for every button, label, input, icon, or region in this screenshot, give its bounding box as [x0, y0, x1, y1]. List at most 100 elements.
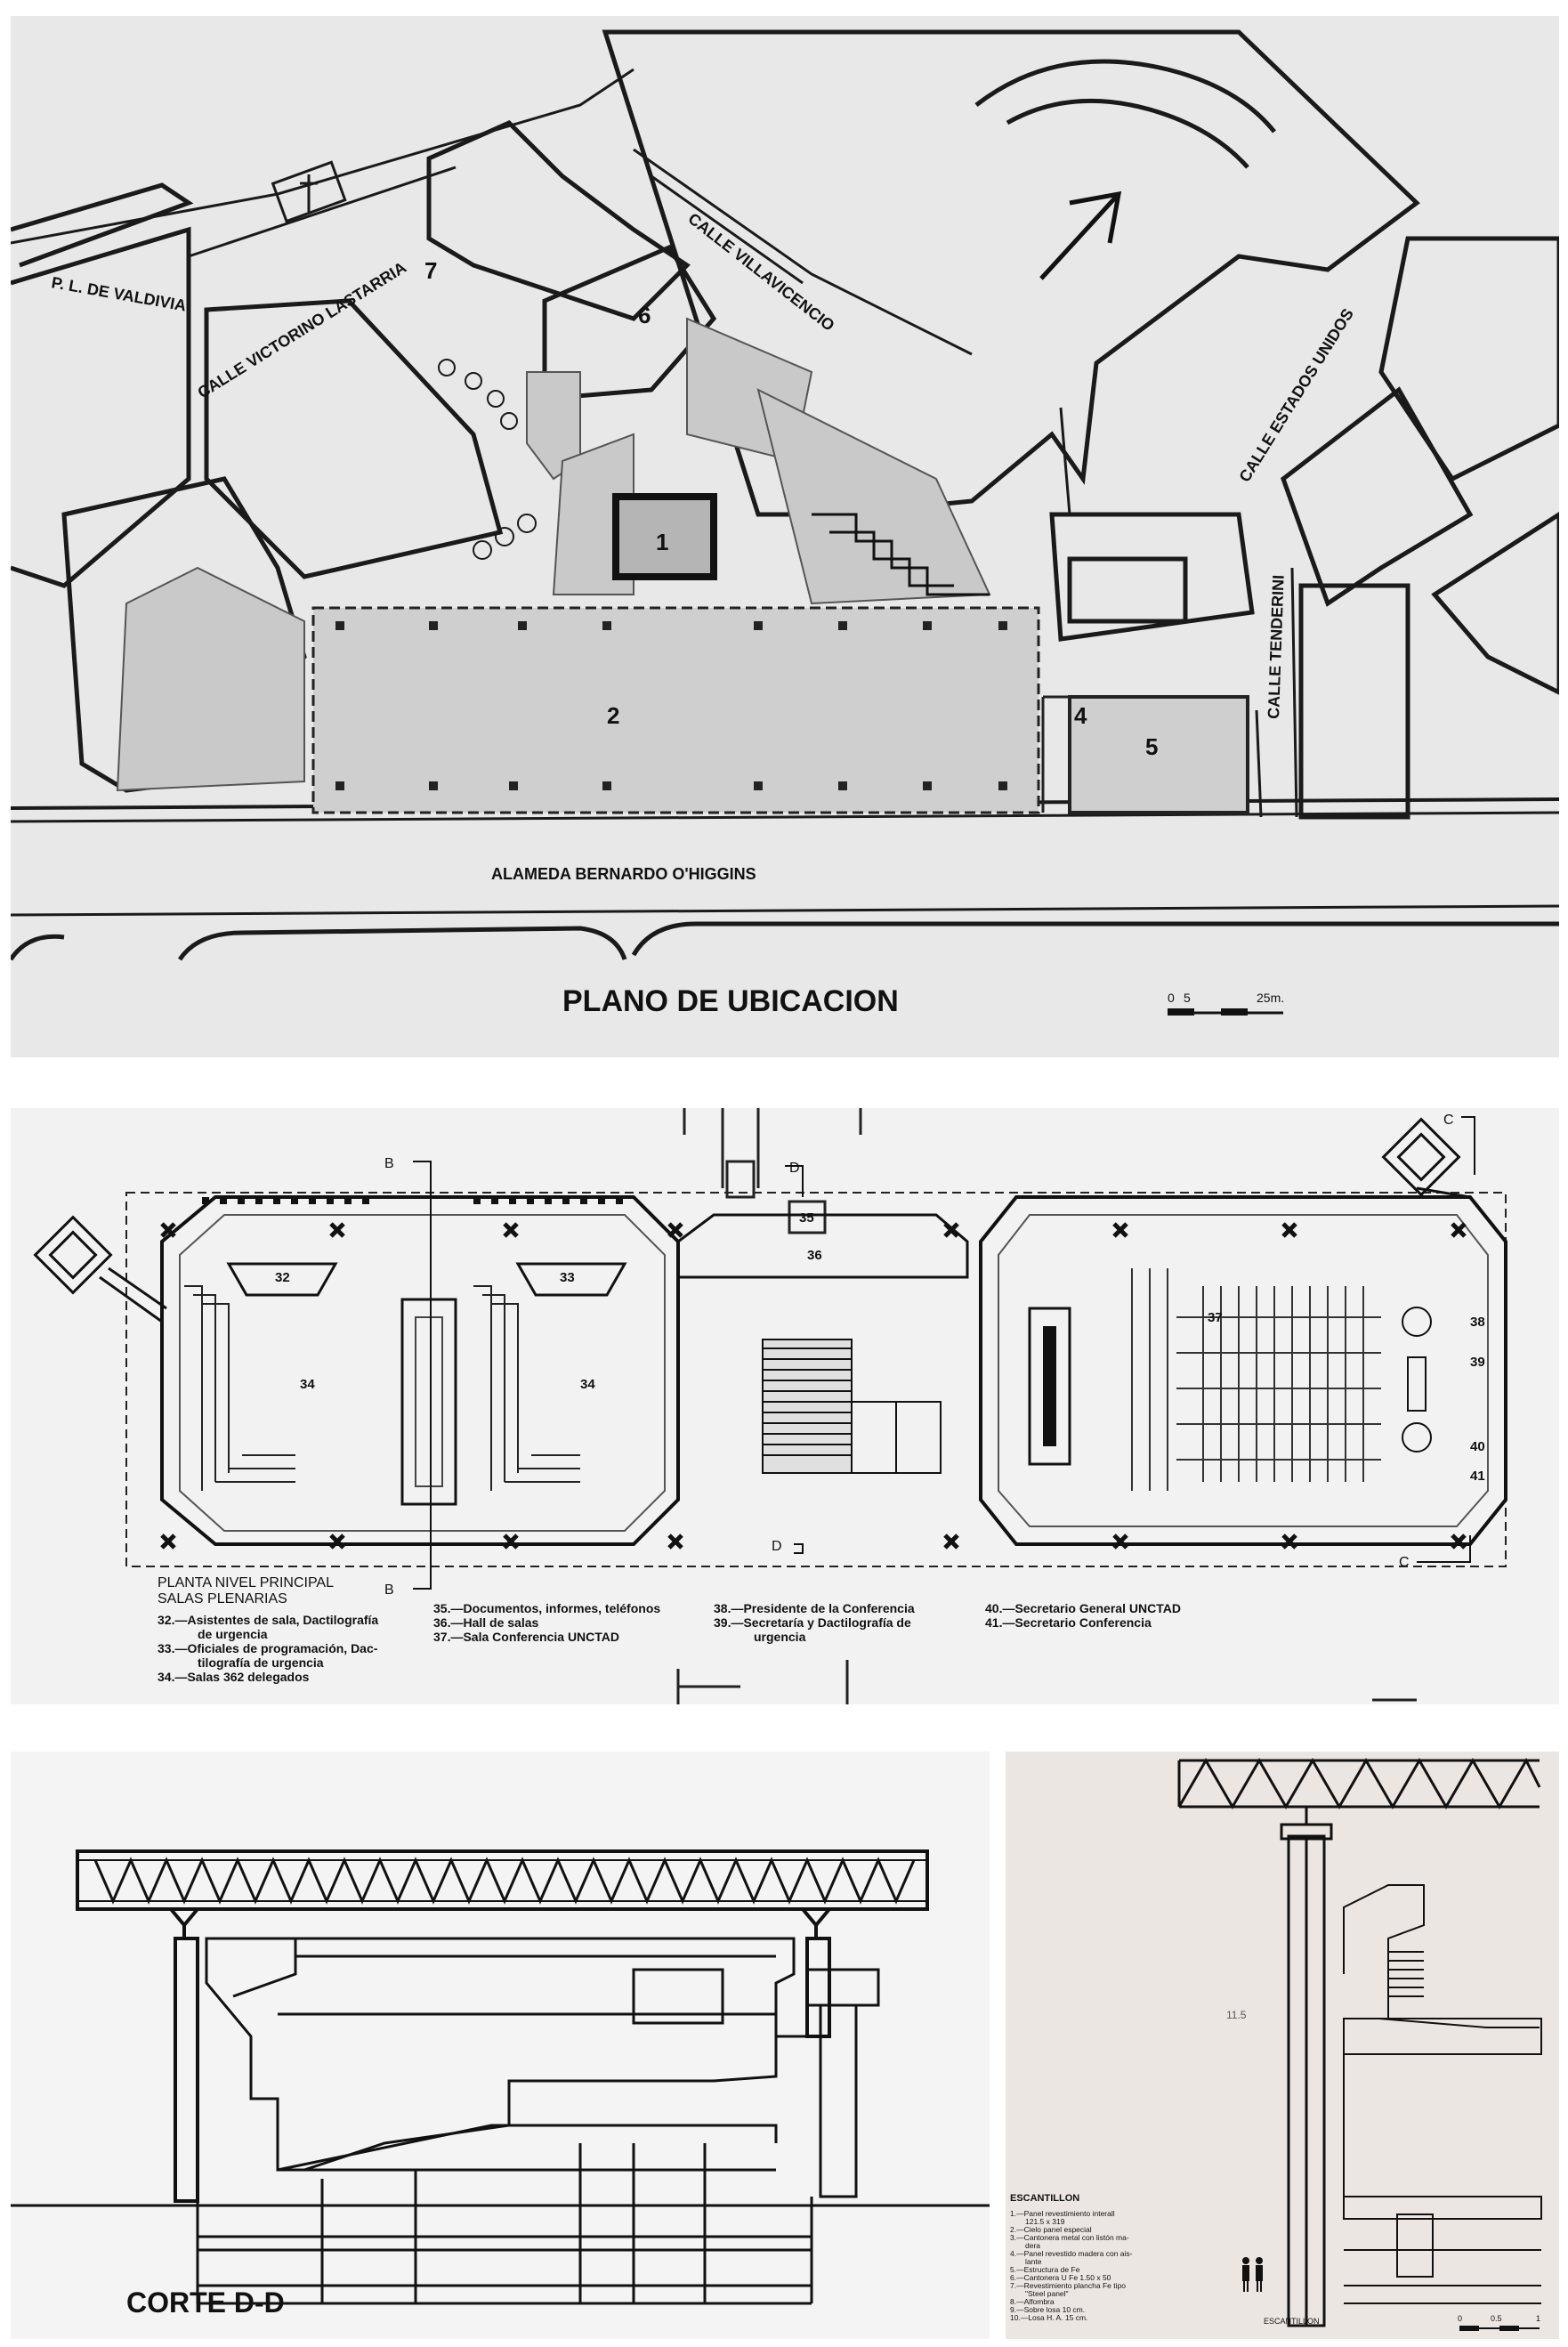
block-east-2	[1281, 386, 1474, 607]
legend-34: 34.—Salas 362 delegados	[158, 1670, 310, 1684]
legend-39a: 39.—Secretaría y Dactilografía de	[714, 1615, 911, 1630]
detail-truss-zigzag	[1177, 1757, 1541, 1810]
plaza-stipple-west	[116, 566, 305, 792]
block-number-7: 7	[424, 257, 437, 284]
detail-title: ESCANTILLON	[1010, 2193, 1079, 2204]
street-label-villavicencio: CALLE VILLAVICENCIO	[685, 209, 838, 335]
scale-end: 25m.	[1257, 991, 1284, 1005]
room-40: 40	[1470, 1439, 1485, 1454]
detail-item-0: 1.—Panel revestimiento interall	[1010, 2209, 1115, 2218]
section-mark-c-top: C	[1443, 1113, 1454, 1128]
conference-seating	[1131, 1268, 1381, 1491]
building-5	[1068, 695, 1249, 814]
floor-plan-title-1: PLANTA NIVEL PRINCIPAL	[158, 1575, 334, 1590]
column-right	[805, 1937, 831, 2038]
detail-item-7: 5.—Estructura de Fe	[1010, 2265, 1080, 2274]
legend-32b: de urgencia	[198, 1627, 268, 1641]
section-mark-d-top: D	[789, 1161, 800, 1176]
seating-rows-left-2	[473, 1285, 580, 1491]
stair-tower-right	[1381, 1117, 1471, 1199]
detail-truss	[1177, 1759, 1540, 1809]
right-structure	[776, 1968, 880, 2198]
truss-bearing-right	[801, 1907, 831, 1929]
north-arrow-icon	[1039, 190, 1122, 280]
detail-item-11: 8.—Alfombra	[1010, 2297, 1055, 2306]
floor-plan-panel: B B C C D D 32 33 34 34 35 36 37 38 39 4…	[11, 1108, 1559, 1704]
block-number-4: 4	[1074, 702, 1087, 729]
room-41: 41	[1470, 1469, 1485, 1484]
detail-panel: 11.5 ESCANTILLON 1.—Panel revestimiento …	[1006, 1752, 1559, 2339]
building-1	[612, 493, 717, 580]
window-marks-left	[202, 1197, 623, 1204]
section-drawing: CORTE D-D	[11, 1849, 990, 2319]
street-label-alameda: ALAMEDA BERNARDO O'HIGGINS	[491, 865, 756, 883]
room-35-box	[788, 1200, 827, 1234]
column-left	[174, 1937, 199, 2203]
detail-scale-bar: 0 0.5 1	[1458, 2314, 1540, 2331]
block-west-strip	[11, 182, 194, 268]
site-plan-title: PLANO DE UBICACION	[562, 984, 899, 1018]
room-36: 36	[807, 1248, 822, 1263]
street-label-estados-unidos: CALLE ESTADOS UNIDOS	[1235, 305, 1357, 485]
detail-item-8: 6.—Cantonera U Fe 1.50 x 50	[1010, 2273, 1111, 2282]
block-number-1: 1	[656, 529, 668, 555]
section-title: CORTE D-D	[126, 2286, 285, 2319]
block-west-1	[11, 226, 191, 588]
detail-scale-mid: 0.5	[1491, 2314, 1502, 2323]
section-panel: CORTE D-D	[11, 1752, 990, 2339]
central-service-core	[400, 1298, 457, 1506]
site-plan-drawing: P. L. DE VALDIVIA CALLE VICTORINO LASTAR…	[11, 29, 1559, 1018]
section-mark-d-bottom: D	[772, 1539, 782, 1554]
legend-41: 41.—Secretario Conferencia	[985, 1615, 1152, 1630]
block-east-3	[1431, 512, 1559, 695]
podium	[1028, 1307, 1071, 1466]
plenary-hall-left	[160, 1195, 680, 1546]
stair-tower-left	[33, 1215, 167, 1323]
suspended-volume	[205, 1937, 796, 2172]
detail-cladding	[1343, 1884, 1542, 2304]
floor-plan-title-2: SALAS PLENARIAS	[158, 1591, 287, 1606]
legend-38: 38.—Presidente de la Conferencia	[714, 1601, 915, 1615]
room-33: 33	[560, 1270, 575, 1285]
section-mark-b-top: B	[384, 1156, 394, 1171]
room-34-left: 34	[300, 1377, 315, 1392]
room-32: 32	[275, 1270, 290, 1285]
truss-bearing-left	[169, 1907, 199, 1929]
detail-item-5: 4.—Panel revestido madera con ais-	[1010, 2249, 1133, 2258]
detail-scale-end: 1	[1536, 2314, 1540, 2323]
scale-figures	[1242, 2257, 1263, 2292]
tree-circles	[438, 359, 537, 560]
legend-40: 40.—Secretario General UNCTAD	[985, 1601, 1181, 1615]
legend-39b: urgencia	[754, 1630, 806, 1644]
detail-item-10: "Steel panel"	[1025, 2289, 1069, 2298]
detail-item-13: 10.—Losa H. A. 15 cm.	[1010, 2313, 1087, 2322]
detail-item-2: 2.—Cielo panel especial	[1010, 2225, 1092, 2234]
detail-dimension: 11.5	[1226, 2009, 1247, 2021]
detail-item-12: 9.—Sobre losa 10 cm.	[1010, 2305, 1085, 2314]
hall-36	[676, 1213, 969, 1279]
legend-37: 37.—Sala Conferencia UNCTAD	[433, 1630, 619, 1644]
site-plan-scale-bar: 0 5 25m.	[1168, 991, 1284, 1016]
block-number-5: 5	[1145, 733, 1158, 760]
conference-hall-37	[979, 1195, 1507, 1546]
section-lines	[413, 1116, 1475, 1590]
room-37: 37	[1208, 1310, 1223, 1325]
room-39: 39	[1470, 1355, 1485, 1370]
room-38: 38	[1470, 1315, 1485, 1330]
seating-rows-left-1	[184, 1285, 295, 1491]
legend-32a: 32.—Asistentes de sala, Dactilografía	[158, 1613, 378, 1627]
section-mark-c-bottom: C	[1399, 1555, 1410, 1570]
detail-scale-zero: 0	[1458, 2314, 1462, 2323]
block-west-2	[204, 298, 504, 579]
room-35: 35	[799, 1210, 814, 1226]
church-icon	[271, 160, 347, 223]
block-7	[426, 120, 691, 321]
detail-column	[1280, 1807, 1333, 2327]
site-plan-panel: P. L. DE VALDIVIA CALLE VICTORINO LASTAR…	[11, 16, 1559, 1057]
detail-item-1: 121.5 x 319	[1025, 2217, 1065, 2226]
building-2	[311, 606, 1040, 814]
legend-36: 36.—Hall de salas	[433, 1615, 539, 1630]
building-2-columns	[335, 621, 1007, 790]
detail-drawing: 11.5 ESCANTILLON 1.—Panel revestimiento …	[1010, 1757, 1542, 2331]
truss-zigzag	[93, 1857, 916, 1905]
